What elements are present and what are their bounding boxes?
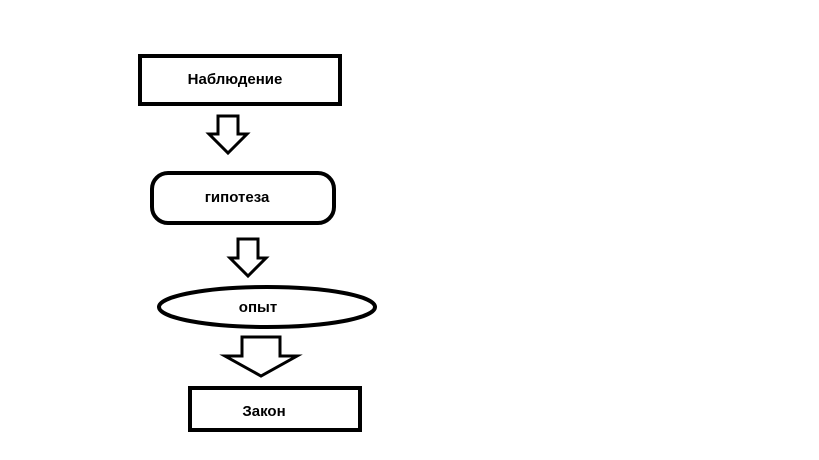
law-node: Закон <box>188 386 362 432</box>
arrow-down-icon <box>219 335 303 378</box>
law-box <box>188 386 362 432</box>
observation-label: Наблюдение <box>188 71 283 88</box>
hypothesis-box <box>150 171 336 225</box>
experiment-ellipse <box>157 285 377 329</box>
hypothesis-label: гипотеза <box>205 189 270 206</box>
arrow-down-icon <box>226 237 270 279</box>
hypothesis-node: гипотеза <box>150 171 336 225</box>
experiment-node: опыт <box>157 285 377 329</box>
observation-node: Наблюдение <box>138 54 342 106</box>
experiment-label: опыт <box>239 299 277 316</box>
observation-box <box>138 54 342 106</box>
arrow-down-icon <box>205 114 251 156</box>
law-label: Закон <box>242 403 285 420</box>
